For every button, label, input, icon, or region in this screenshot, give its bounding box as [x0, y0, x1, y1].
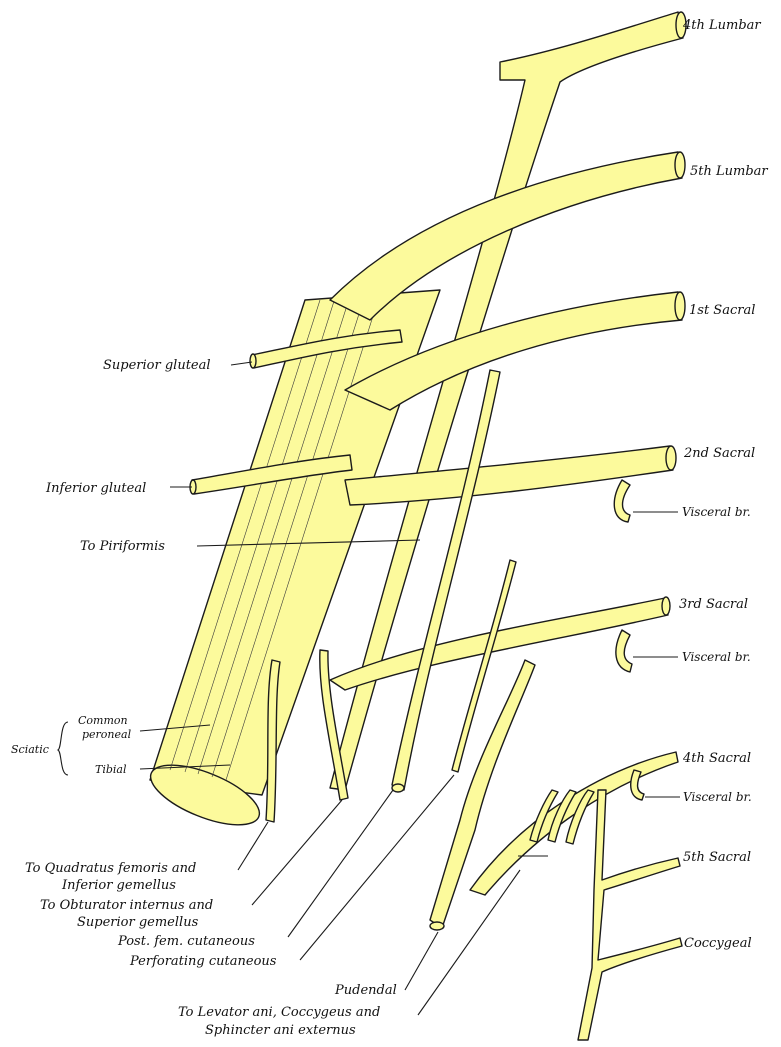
post-fem-cut-end [392, 784, 404, 792]
s2-cut-end [666, 446, 676, 470]
label-inferior-gluteal: Inferior gluteal [45, 481, 146, 496]
label-obturator-2: Superior gemellus [77, 915, 199, 930]
label-levator-2: Sphincter ani externus [205, 1023, 356, 1038]
label-sciatic: Sciatic [11, 743, 49, 756]
label-to-piriformis: To Piriformis [80, 539, 165, 554]
sciatic-brace [58, 722, 68, 775]
label-obturator-1: To Obturator internus and [40, 898, 213, 913]
label-superior-gluteal: Superior gluteal [103, 358, 211, 373]
label-visceral-s2: Visceral br. [682, 505, 751, 519]
label-tibial: Tibial [95, 763, 127, 776]
label-common-peroneal-1: Common [78, 714, 128, 727]
label-pudendal: Pudendal [334, 983, 397, 998]
label-3rd-sacral: 3rd Sacral [679, 597, 748, 612]
s3-cut-end [662, 597, 670, 615]
label-quadratus-1: To Quadratus femoris and [25, 861, 196, 876]
label-4th-sacral: 4th Sacral [682, 751, 751, 766]
label-5th-lumbar: 5th Lumbar [690, 164, 768, 179]
label-4th-lumbar: 4th Lumbar [682, 18, 761, 33]
s2-visceral-branch [614, 480, 630, 522]
perforating-cutaneous-nerve [452, 560, 516, 772]
label-perforating-cutaneous: Perforating cutaneous [129, 954, 277, 969]
label-common-peroneal-2: peroneal [82, 728, 132, 741]
label-2nd-sacral: 2nd Sacral [683, 446, 755, 461]
label-levator-1: To Levator ani, Coccygeus and [178, 1005, 380, 1020]
label-1st-sacral: 1st Sacral [689, 303, 755, 318]
s5-coccygeal-chain [578, 790, 682, 1040]
s3-visceral-branch [616, 630, 632, 672]
pudendal-cut-end [430, 922, 444, 930]
label-coccygeal: Coccygeal [684, 936, 752, 951]
label-quadratus-2: Inferior gemellus [61, 878, 176, 893]
l5-cut-end [675, 152, 685, 178]
superior-gluteal-cut-end [250, 354, 256, 368]
s1-cut-end [675, 292, 685, 320]
label-5th-sacral: 5th Sacral [683, 850, 751, 865]
label-visceral-s3: Visceral br. [682, 650, 751, 664]
label-visceral-s4: Visceral br. [683, 790, 752, 804]
label-post-fem-cutaneous: Post. fem. cutaneous [117, 934, 255, 949]
